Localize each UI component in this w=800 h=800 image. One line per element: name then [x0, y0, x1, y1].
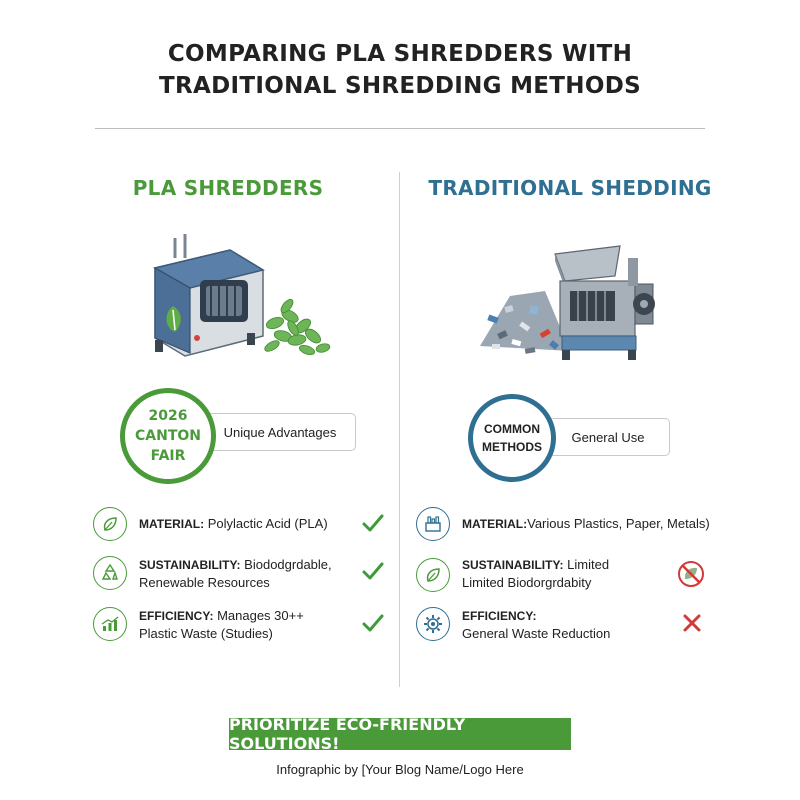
badge-methods: METHODS	[482, 440, 542, 454]
check-icon	[362, 514, 384, 532]
pla-shredder-illustration	[152, 234, 331, 357]
title-divider	[95, 128, 705, 129]
traditional-sustainability-label: SUSTAINABILITY:	[462, 558, 564, 572]
cross-icon	[683, 614, 701, 632]
footer-credit: Infographic by [Your Blog Name/Logo Here	[276, 762, 524, 777]
badge-canton: CANTON	[135, 428, 201, 444]
common-methods-badge: COMMON METHODS	[468, 394, 556, 482]
traditional-efficiency-label: EFFICIENCY:	[462, 609, 537, 623]
canton-fair-badge: 2026 CANTON FAIR	[120, 388, 216, 484]
pla-heading: PLA SHREDDERS	[132, 176, 324, 200]
pla-efficiency-label: EFFICIENCY:	[139, 609, 214, 623]
traditional-shredder-illustration	[480, 245, 655, 360]
traditional-sustainability-value: Limited	[563, 557, 610, 572]
pla-material-value: Polylactic Acid (PLA)	[204, 516, 328, 531]
traditional-heading: TRADITIONAL SHEDDING	[428, 176, 712, 200]
unique-advantages-tag: Unique Advantages	[196, 413, 356, 451]
column-divider	[399, 172, 400, 687]
pla-sustainability-row: SUSTAINABILITY: Biododgrdable, Renewable…	[139, 556, 364, 591]
badge-common: COMMON	[484, 422, 540, 436]
gear-icon	[416, 607, 450, 641]
traditional-material-row: MATERIAL:Various Plastics, Paper, Metals…	[462, 515, 722, 533]
general-use-label: General Use	[571, 429, 645, 445]
traditional-material-value: Various Plastics, Paper, Metals)	[527, 516, 710, 531]
no-leaf-icon	[678, 561, 704, 587]
pla-material-label: MATERIAL:	[139, 517, 205, 531]
traditional-efficiency-row: EFFICIENCY: General Waste Reduction	[462, 607, 687, 642]
recycle-icon	[93, 556, 127, 590]
title-line-1: COMPARING PLA SHREDDERS WITH	[167, 41, 633, 67]
eco-friendly-banner: PRIORITIZE ECO-FRIENDLY SOLUTIONS!	[229, 715, 571, 753]
pla-sustainability-value: Biododgrdable,	[240, 557, 332, 572]
pla-material-row: MATERIAL: Polylactic Acid (PLA)	[139, 515, 359, 533]
factory-icon	[416, 507, 450, 541]
unique-advantages-label: Unique Advantages	[223, 424, 337, 440]
badge-year: 2026	[148, 408, 188, 424]
pla-efficiency-value: Manages 30++	[213, 608, 304, 623]
pla-efficiency-row: EFFICIENCY: Manages 30++ Plastic Waste (…	[139, 607, 364, 642]
pla-efficiency-value-2: Plastic Waste (Studies)	[139, 626, 273, 641]
check-icon	[362, 562, 384, 580]
check-icon	[362, 614, 384, 632]
title-line-2: TRADITIONAL SHREDDING METHODS	[159, 73, 641, 99]
page-title: COMPARING PLA SHREDDERS WITH TRADITIONAL…	[0, 38, 800, 102]
traditional-material-label: MATERIAL:	[462, 517, 528, 531]
general-use-tag: General Use	[538, 418, 670, 456]
leaf-icon	[416, 558, 450, 592]
traditional-efficiency-value-2: General Waste Reduction	[462, 626, 611, 641]
badge-fair: FAIR	[150, 448, 186, 464]
traditional-sustainability-value-2: Limited Biodorgrdabity	[462, 575, 592, 590]
traditional-sustainability-row: SUSTAINABILITY: Limited Limited Biodorgr…	[462, 556, 687, 591]
leaf-icon	[93, 507, 127, 541]
pla-sustainability-label: SUSTAINABILITY:	[139, 558, 241, 572]
pla-sustainability-value-2: Renewable Resources	[139, 575, 270, 590]
chart-icon	[93, 607, 127, 641]
